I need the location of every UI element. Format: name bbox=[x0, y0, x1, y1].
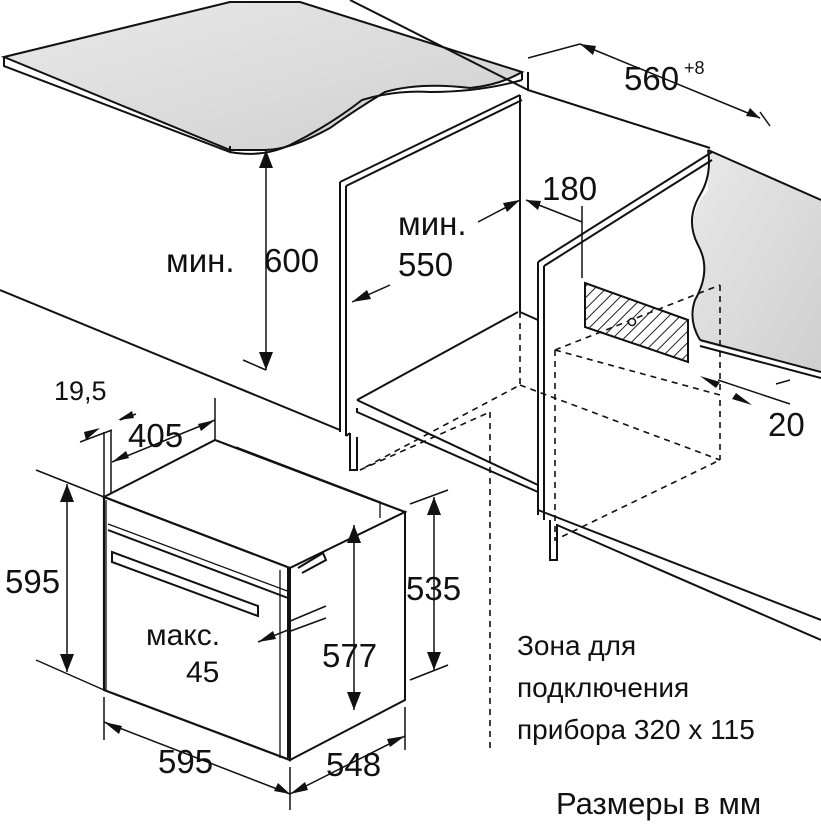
floor-line-left bbox=[0, 289, 341, 431]
niche-depth-label: 550 bbox=[398, 246, 453, 283]
oven-width-label: 595 bbox=[158, 743, 213, 780]
oven-depth-label: 548 bbox=[326, 746, 381, 783]
cabinet-right-panel bbox=[537, 151, 713, 561]
dim-front-depth: 19,5 405 bbox=[54, 376, 216, 497]
dim-niche-width: 560 +8 bbox=[527, 43, 771, 127]
dim-door-gap: макс. 45 bbox=[146, 605, 327, 689]
inner-height-label: 577 bbox=[322, 637, 377, 674]
worktop-height-label: 600 bbox=[264, 242, 319, 279]
dim-oven-height: 595 bbox=[5, 469, 105, 691]
oven-height-label: 595 bbox=[5, 563, 60, 600]
niche-width-label: 560 bbox=[624, 60, 679, 97]
ceiling-line-right bbox=[527, 72, 711, 149]
worktop-right bbox=[691, 149, 821, 379]
cabinet-shelf bbox=[356, 311, 539, 493]
body-height-label: 535 bbox=[406, 570, 461, 607]
connection-zone-note-line1: Зона для bbox=[517, 630, 636, 661]
door-gap-label: 45 bbox=[186, 656, 219, 689]
dim-rear-offset: 20 bbox=[700, 376, 805, 443]
control-depth-label: 405 bbox=[128, 417, 183, 454]
floor-line-right bbox=[556, 524, 821, 641]
vent-gap-label: 180 bbox=[542, 170, 597, 207]
door-gap-prefix: макс. bbox=[146, 619, 220, 652]
plinth-line bbox=[537, 509, 821, 621]
dim-niche-depth: мин. 550 bbox=[351, 199, 521, 303]
niche-width-tolerance: +8 bbox=[684, 58, 705, 78]
dim-oven-width: 595 bbox=[103, 697, 291, 810]
cabinet-left-panel bbox=[339, 94, 523, 471]
niche-dashed-outline bbox=[359, 284, 721, 748]
ceiling-line-left bbox=[349, 0, 529, 91]
worktop-height-prefix: мин. bbox=[166, 242, 235, 279]
dim-oven-depth: 548 bbox=[289, 707, 406, 795]
dim-vent-gap: 180 bbox=[525, 170, 597, 278]
niche-depth-prefix: мин. bbox=[398, 205, 467, 242]
dim-inner-height: 577 bbox=[322, 525, 377, 710]
connection-zone-note-line2: подключения bbox=[517, 672, 689, 703]
dim-worktop-height: мин. 600 bbox=[166, 150, 319, 371]
dim-body-height: 535 bbox=[406, 489, 461, 681]
oven bbox=[101, 438, 408, 762]
worktop-left bbox=[0, 1, 525, 155]
connection-zone-note-line3: прибора 320 x 115 bbox=[517, 714, 755, 745]
connection-zone-box bbox=[584, 281, 689, 364]
front-panel-thickness-label: 19,5 bbox=[54, 376, 107, 406]
units-note: Размеры в мм bbox=[556, 786, 761, 821]
rear-offset-label: 20 bbox=[768, 406, 805, 443]
